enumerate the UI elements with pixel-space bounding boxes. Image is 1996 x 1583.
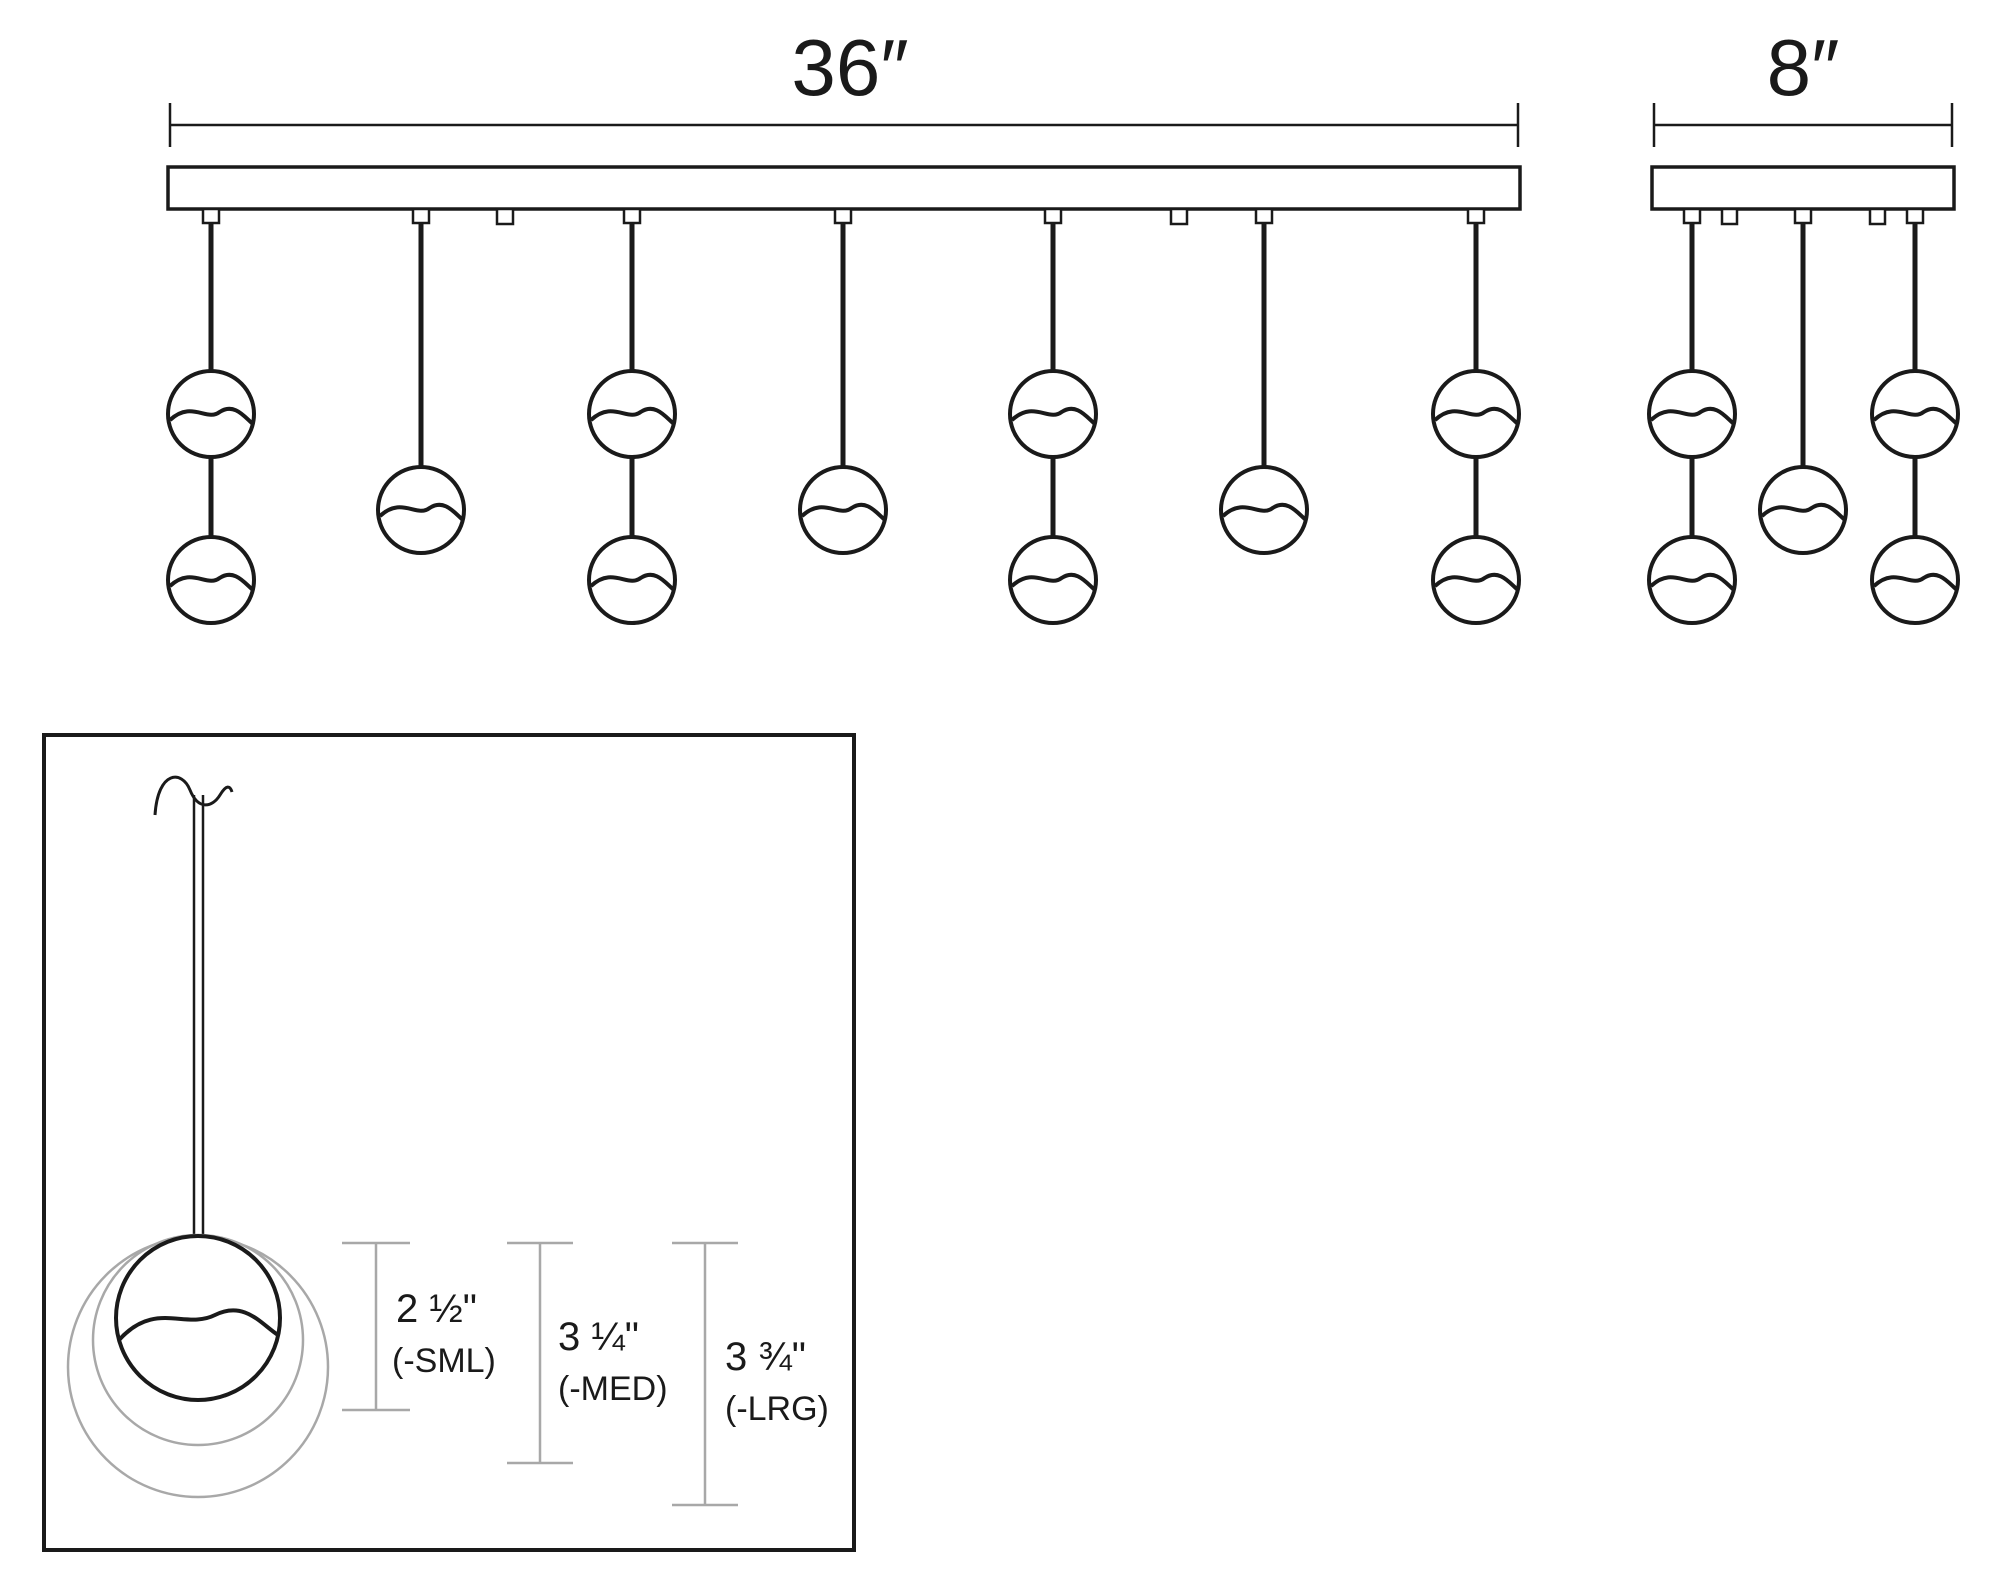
pendant-globe	[166, 535, 256, 625]
pendant	[1219, 207, 1309, 555]
canopy-port	[1254, 207, 1274, 225]
pendant-globe	[1647, 369, 1737, 459]
pendant-globe	[798, 465, 888, 555]
front-pendants	[166, 207, 1521, 625]
pendant-globe	[166, 369, 256, 459]
side-canopy-bar	[1650, 165, 1956, 211]
canopy-port	[1793, 207, 1813, 225]
detail-view: 2 ½" (-SML) 3 ¼" (-MED) 3 ¾" (-LRG)	[42, 733, 856, 1552]
pendant-globe	[1870, 535, 1960, 625]
side-canopy-port	[1720, 207, 1739, 226]
pendant-globe	[376, 465, 466, 555]
size-sml-code: (-SML)	[392, 1342, 496, 1380]
pendant-globe	[1008, 369, 1098, 459]
side-depth-label: 8″	[1767, 23, 1840, 112]
pendant-globe	[587, 369, 677, 459]
canopy-port	[1043, 207, 1063, 225]
pendant	[1758, 207, 1848, 555]
front-width-label: 36″	[791, 23, 908, 112]
side-pendants	[1647, 207, 1960, 625]
pendant-globe	[1008, 535, 1098, 625]
pendant	[166, 207, 256, 625]
size-lrg-code: (-LRG)	[725, 1390, 829, 1428]
pendant-globe	[1870, 369, 1960, 459]
pendant-globe	[1431, 369, 1521, 459]
pendant	[1431, 207, 1521, 625]
side-view: 8″	[1647, 23, 1960, 625]
canopy-port	[1466, 207, 1486, 225]
canopy-port	[411, 207, 431, 225]
size-med-code: (-MED)	[558, 1370, 668, 1408]
pendant-globe	[1647, 535, 1737, 625]
size-med-dimension: 3 ¼"	[558, 1315, 639, 1359]
side-canopy-port	[1868, 207, 1887, 226]
size-dimension-sml	[342, 1241, 410, 1412]
front-canopy-port	[1169, 207, 1189, 226]
canopy-port	[622, 207, 642, 225]
canopy-port	[201, 207, 221, 225]
canopy-port	[1905, 207, 1925, 225]
size-lrg-dimension: 3 ¾"	[725, 1335, 806, 1379]
pendant	[376, 207, 466, 555]
small-globe	[114, 1234, 282, 1402]
pendant-globe	[1431, 535, 1521, 625]
cord-break-symbol	[153, 775, 234, 816]
side-depth-dimension	[1652, 103, 1954, 147]
canopy-port	[833, 207, 853, 225]
pendant-globe	[1758, 465, 1848, 555]
pendant	[1647, 207, 1737, 625]
front-canopy-bar	[166, 165, 1522, 211]
pendant	[1008, 207, 1098, 625]
size-dimension-lrg	[672, 1241, 738, 1507]
pendant	[798, 207, 888, 555]
pendant	[1870, 207, 1960, 625]
front-canopy-port	[495, 207, 515, 226]
size-dimension-med	[507, 1241, 573, 1465]
pendant-globe	[587, 535, 677, 625]
detail-cord	[192, 795, 205, 1240]
front-width-dimension	[168, 103, 1520, 147]
detail-frame	[42, 733, 856, 1552]
pendant-globe	[1219, 465, 1309, 555]
front-view: 36″	[166, 23, 1522, 625]
pendant	[587, 207, 677, 625]
canopy-port	[1682, 207, 1702, 225]
size-sml-dimension: 2 ½"	[396, 1287, 477, 1331]
